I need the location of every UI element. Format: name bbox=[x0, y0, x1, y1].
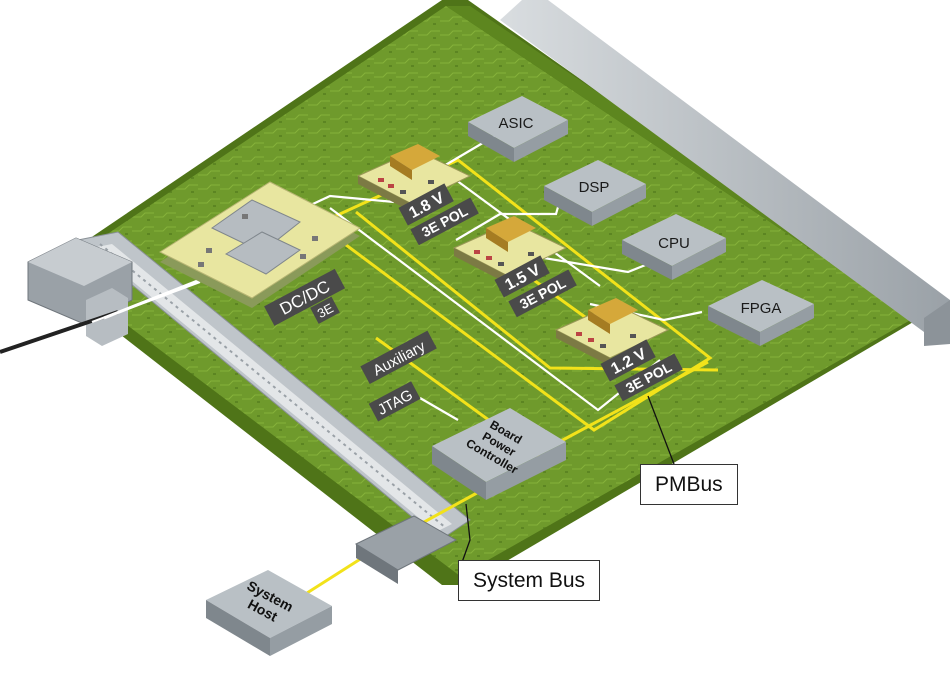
fpga-label: FPGA bbox=[741, 300, 782, 317]
dsp-label: DSP bbox=[579, 179, 610, 196]
dcdc-label-group: DC/DC 3E bbox=[264, 268, 346, 326]
cpu-chip: CPU bbox=[622, 214, 726, 280]
cpu-label: CPU bbox=[658, 235, 690, 252]
pol-module-1-8 bbox=[356, 144, 472, 212]
pol-module-1-2 bbox=[554, 298, 670, 366]
board-power-controller: Board Power Controller bbox=[432, 408, 566, 500]
dcdc-converter bbox=[158, 181, 361, 308]
system-bus-connector bbox=[354, 515, 458, 584]
pmbus-callout: PMBus bbox=[640, 464, 738, 505]
board-rail bbox=[500, 0, 950, 346]
pol-module-1-5 bbox=[452, 216, 568, 284]
edge-connector bbox=[76, 231, 471, 541]
dsp-chip: DSP bbox=[544, 160, 646, 226]
system-host: System Host bbox=[206, 570, 332, 656]
dcdc-sublabel: 3E bbox=[315, 300, 336, 321]
callout-leaders bbox=[459, 395, 675, 569]
fpga-chip: FPGA bbox=[708, 280, 814, 346]
asic-chip: ASIC bbox=[468, 96, 568, 162]
system-bus-callout: System Bus bbox=[458, 560, 601, 601]
asic-label: ASIC bbox=[498, 115, 533, 132]
